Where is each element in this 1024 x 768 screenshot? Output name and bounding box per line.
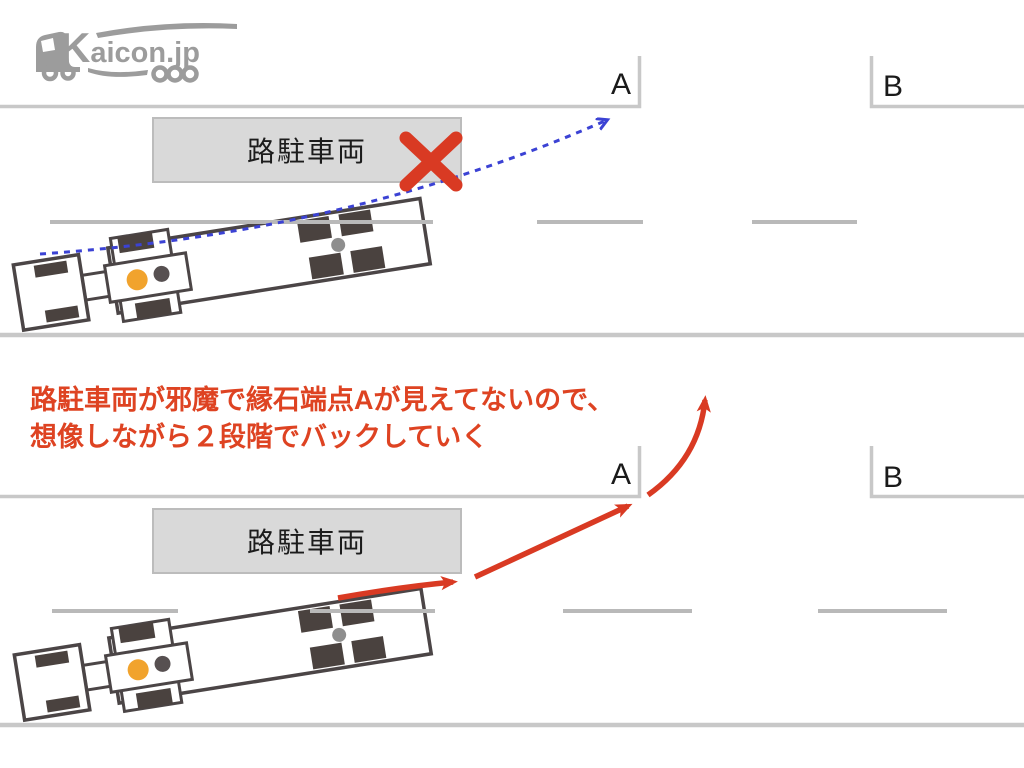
road-bottom xyxy=(0,446,1024,728)
logo-swoosh-bottom xyxy=(88,68,148,77)
curb-point-b-label-top: B xyxy=(882,70,903,103)
logo-trailer-wheels-icon xyxy=(151,65,199,83)
curb-point-a-label-top: A xyxy=(610,68,631,101)
articulated-truck-bottom xyxy=(10,577,435,729)
site-logo: Kaicon.jp xyxy=(36,23,237,83)
logo-swoosh-top xyxy=(96,23,237,38)
logo-text: Kaicon.jp xyxy=(60,24,200,71)
annotation-line-1: 路駐車両が邪魔で縁石端点Aが見えてないので、 xyxy=(30,385,615,415)
backing-arrow-stage2 xyxy=(473,503,633,580)
road-top xyxy=(0,56,1024,338)
curb-point-a-label-bottom: A xyxy=(610,458,631,491)
curb-point-b-label-bottom: B xyxy=(882,461,903,494)
parked-vehicle-label-top: 路駐車両 xyxy=(246,136,367,167)
backing-arrow-stage3 xyxy=(646,395,711,498)
parked-vehicle-box-top: 路駐車両 xyxy=(152,117,462,183)
logo-truck-icon xyxy=(36,31,80,82)
curb-line-top-left xyxy=(0,56,642,109)
annotation-text: 路駐車両が邪魔で縁石端点Aが見えてないので、 想像しながら２段階でバックしていく xyxy=(30,382,614,456)
parked-vehicle-label-bottom: 路駐車両 xyxy=(246,527,367,558)
articulated-truck-top xyxy=(9,187,434,339)
backing-arrow-stage1 xyxy=(337,576,458,601)
parked-vehicle-box-bottom: 路駐車両 xyxy=(152,508,462,574)
annotation-line-2: 想像しながら２段階でバックしていく xyxy=(30,422,489,452)
